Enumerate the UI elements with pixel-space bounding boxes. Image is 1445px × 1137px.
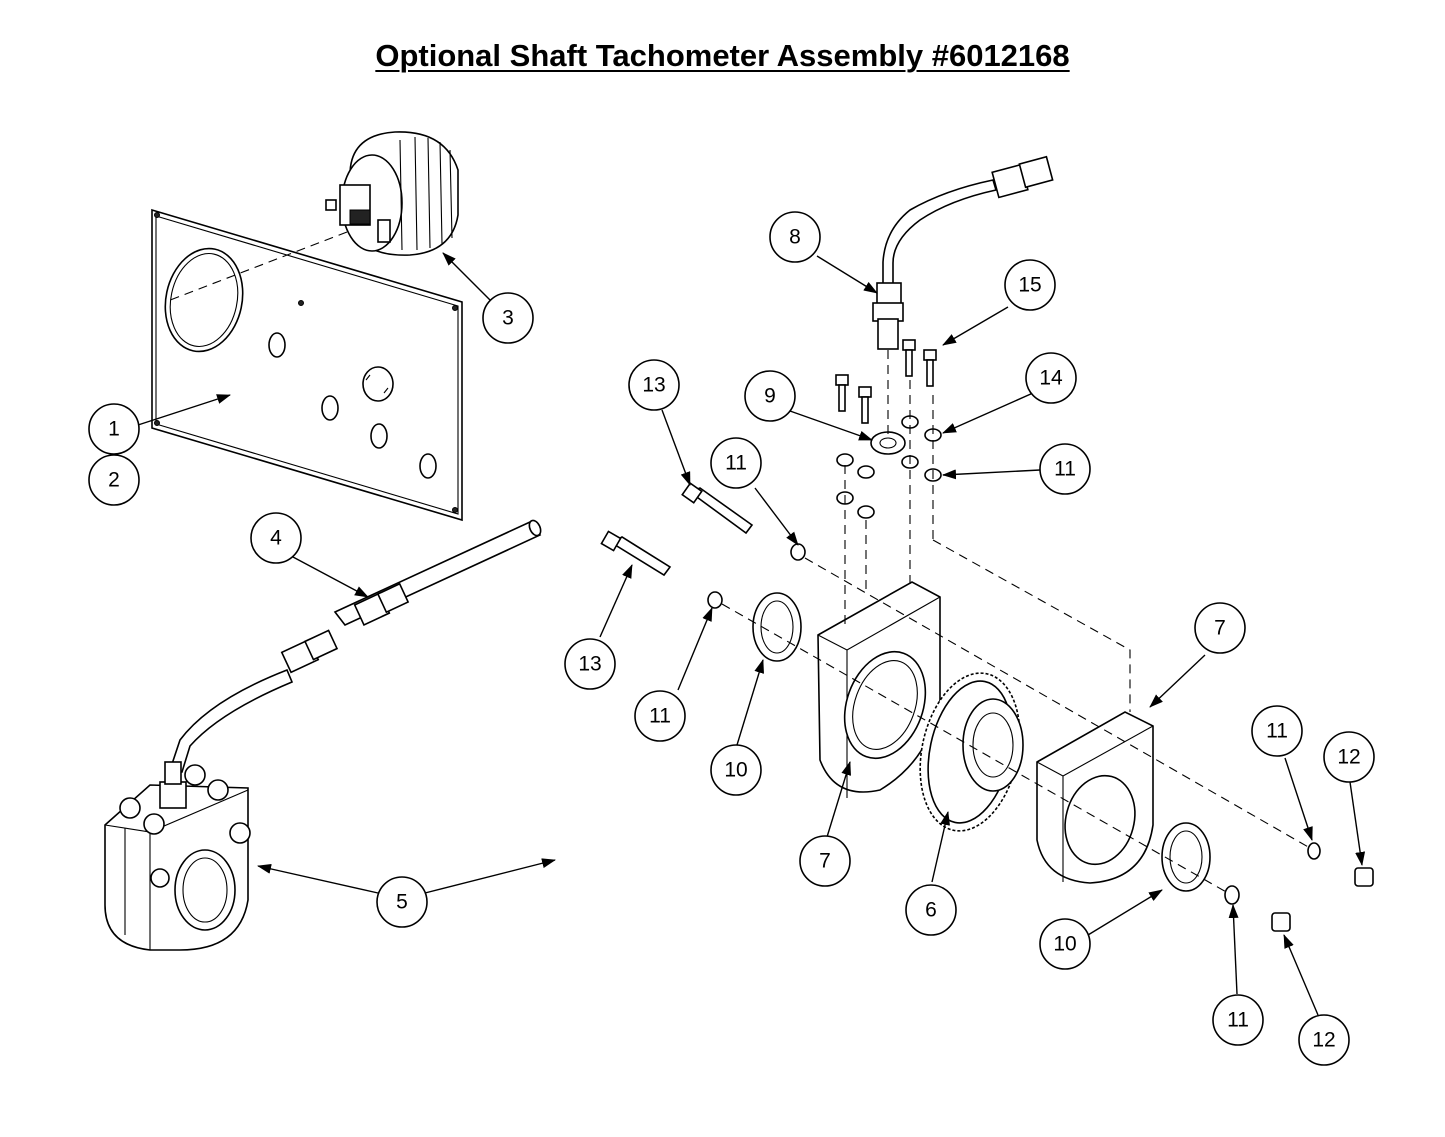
shaft-and-connector <box>168 519 542 773</box>
svg-text:14: 14 <box>1039 367 1063 390</box>
callout-3: 3 <box>482 292 534 344</box>
callout-11-d: 11 <box>1251 705 1303 757</box>
svg-text:12: 12 <box>1337 746 1360 769</box>
mounting-plate <box>151 208 463 522</box>
tachometer-gauge <box>164 131 459 303</box>
svg-text:10: 10 <box>1053 933 1076 956</box>
svg-text:11: 11 <box>649 705 671 728</box>
svg-text:10: 10 <box>724 759 747 782</box>
svg-text:6: 6 <box>925 899 937 922</box>
callout-8: 8 <box>769 211 821 263</box>
diagram-title: Optional Shaft Tachometer Assembly #6012… <box>375 38 1070 73</box>
callout-11-e: 11 <box>1212 994 1264 1046</box>
bearing-blocks <box>817 581 1154 884</box>
svg-text:11: 11 <box>725 452 747 475</box>
svg-text:12: 12 <box>1312 1029 1335 1052</box>
assembled-sensor-housing <box>104 761 251 951</box>
callout-1: 1 <box>88 403 140 455</box>
callout-11-c: 11 <box>1039 443 1091 495</box>
callout-13-lower: 13 <box>564 638 616 690</box>
svg-text:2: 2 <box>108 469 120 492</box>
svg-text:13: 13 <box>578 653 601 676</box>
bearings <box>752 592 1211 892</box>
callout-7-right: 7 <box>1194 602 1246 654</box>
callout-12-lower: 12 <box>1298 1014 1350 1066</box>
callout-7-left: 7 <box>799 835 851 887</box>
svg-text:13: 13 <box>642 374 665 397</box>
svg-text:9: 9 <box>764 385 776 408</box>
svg-text:4: 4 <box>270 527 282 550</box>
speed-sensor <box>872 155 1054 350</box>
callout-14: 14 <box>1025 352 1077 404</box>
callout-6: 6 <box>905 884 957 936</box>
callout-4: 4 <box>250 512 302 564</box>
svg-text:7: 7 <box>819 850 831 873</box>
svg-text:11: 11 <box>1266 720 1288 743</box>
callout-10-right: 10 <box>1039 918 1091 970</box>
svg-text:8: 8 <box>789 226 801 249</box>
svg-text:1: 1 <box>108 418 120 441</box>
leader-lines <box>137 252 1366 1016</box>
mounting-bolts <box>600 339 937 577</box>
svg-text:3: 3 <box>502 307 514 330</box>
callout-10-left: 10 <box>710 744 762 796</box>
callout-9: 9 <box>744 370 796 422</box>
svg-text:11: 11 <box>1054 458 1076 481</box>
callout-5: 5 <box>376 876 428 928</box>
svg-text:7: 7 <box>1214 617 1226 640</box>
gear <box>919 672 1024 832</box>
assembly-centerlines <box>721 350 1311 894</box>
svg-text:5: 5 <box>396 891 408 914</box>
callout-2: 2 <box>88 454 140 506</box>
callout-11-b: 11 <box>634 690 686 742</box>
callout-15: 15 <box>1004 259 1056 311</box>
callout-11-a: 11 <box>710 437 762 489</box>
callout-13-upper: 13 <box>628 359 680 411</box>
svg-text:15: 15 <box>1018 274 1041 297</box>
svg-text:11: 11 <box>1227 1009 1249 1032</box>
callout-12-upper: 12 <box>1323 731 1375 783</box>
